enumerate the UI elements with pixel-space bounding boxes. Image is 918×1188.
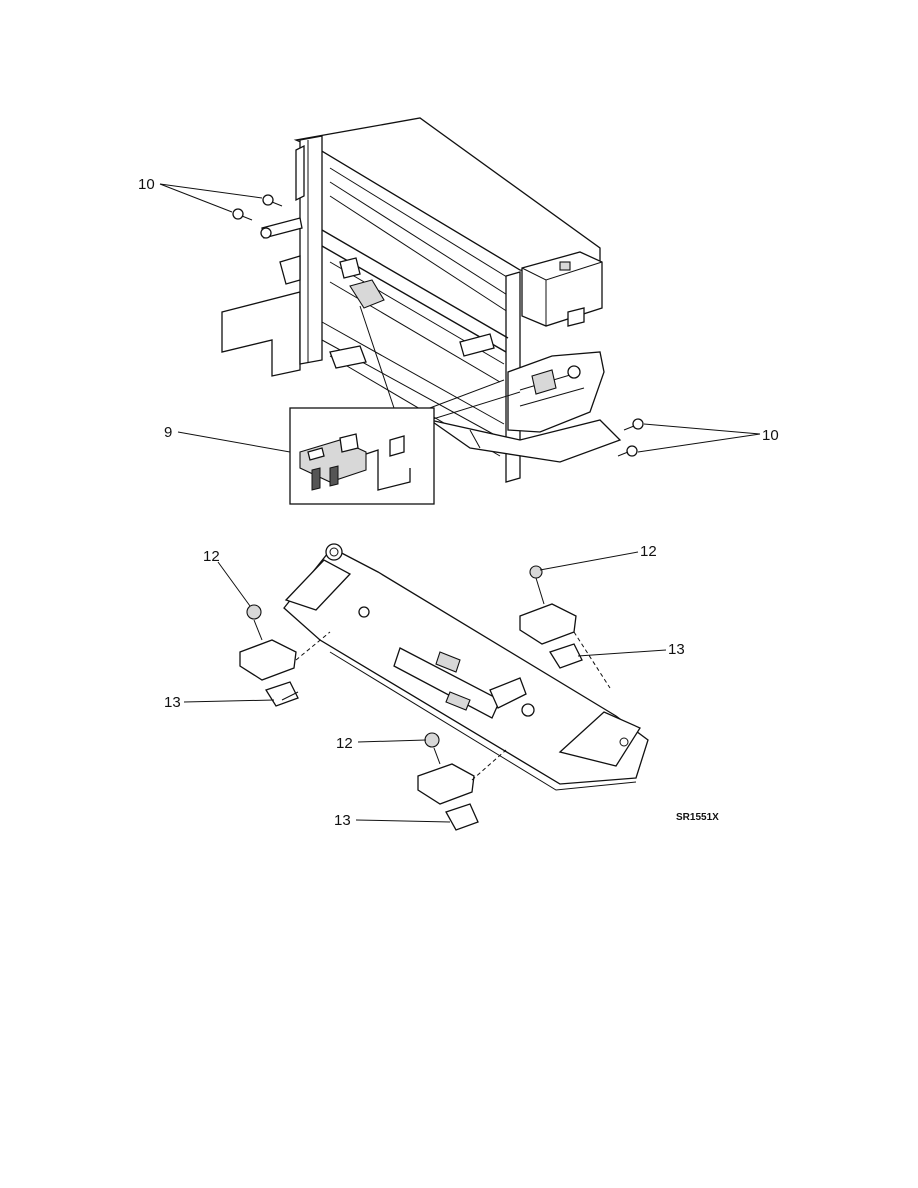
screw-10-right-a [624,419,643,430]
screw-10-right-b [618,446,637,456]
callout-12-left: 12 [203,548,220,565]
callout-12-right: 12 [640,543,657,560]
callout-10-top: 10 [138,176,155,193]
callout-9: 9 [164,424,172,441]
lower-tray-assembly [240,544,648,830]
callout-10-right: 10 [762,427,779,444]
callout-13-left: 13 [164,694,181,711]
upper-assembly [222,118,643,504]
base-cabinet [222,292,300,376]
hinge-12-13-bottom [418,733,506,830]
screw-10-upper-a [263,195,282,206]
leader-lines [160,184,760,822]
screw-10-upper-b [233,209,252,220]
right-lower-mechanism [508,352,604,432]
callout-13-bottom: 13 [334,812,351,829]
callout-13-right: 13 [668,641,685,658]
callout-12-bottom: 12 [336,735,353,752]
figure-id-label: SR1551X [676,812,719,823]
